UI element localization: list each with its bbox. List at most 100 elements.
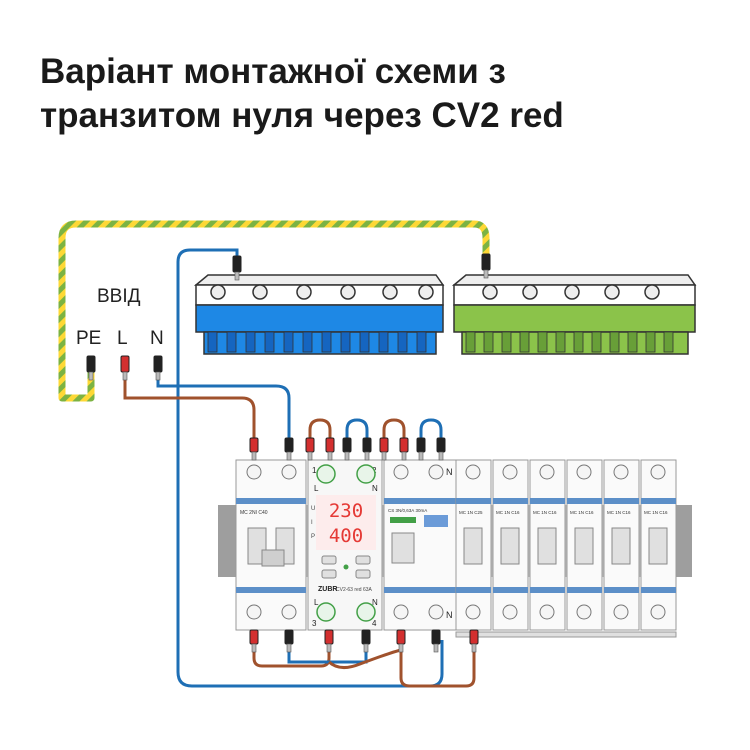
pe-bus-slot (483, 331, 494, 353)
breaker-label: MC 1N C16 (607, 510, 631, 515)
circuit-breaker: MC 1N C16 (640, 459, 677, 631)
wire-ferrule (396, 629, 406, 653)
terminal-screw (502, 604, 518, 620)
neutral-bus-slot (283, 331, 294, 353)
pe-bus-slot (537, 331, 548, 353)
wire-ferrule (379, 437, 389, 461)
main-breaker-c40: MC 2NI C40 (235, 459, 307, 631)
terminal-screw (650, 464, 666, 480)
bus-screw (210, 284, 226, 300)
wire-ferrule (362, 437, 372, 461)
neutral-bus-slot (302, 331, 313, 353)
input-group-label: ВВІД (97, 286, 141, 307)
relay-terminal-l-top: L (314, 484, 319, 493)
wire-ferrule (153, 355, 163, 381)
wire-ferrule (232, 255, 242, 281)
relay-terminal-4: 4 (372, 619, 377, 628)
bus-screw (252, 284, 268, 300)
bus-screw (522, 284, 538, 300)
relay-terminal (316, 464, 336, 484)
relay-side-p: P (311, 534, 315, 540)
pe-bus-slot (465, 331, 476, 353)
bus-screw (418, 284, 434, 300)
pe-bus-slot (645, 331, 656, 353)
jumper-top-l (308, 418, 332, 444)
wire-ferrule (342, 437, 352, 461)
wire-ferrule (361, 629, 371, 653)
breaker-label: MC 1N C16 (496, 510, 520, 515)
neutral-bus-slot (378, 331, 389, 353)
bus-screw (644, 284, 660, 300)
relay-terminal-3: 3 (312, 619, 317, 628)
terminal-screw (393, 464, 409, 480)
pe-bus-slot (573, 331, 584, 353)
terminal-screw (502, 464, 518, 480)
terminal-screw (465, 464, 481, 480)
rcd-n-bottom: N (446, 610, 453, 620)
l-label: L (117, 328, 128, 349)
bus-screw (382, 284, 398, 300)
relay-terminal (356, 602, 376, 622)
breaker-label: MC 1N C16 (570, 510, 594, 515)
neutral-bus-slot (226, 331, 237, 353)
pe-bus-slot (555, 331, 566, 353)
voltage-relay-cv2: 230 400 ZUBR CV2-63 red 63A 1 2 L N U I … (307, 459, 383, 631)
neutral-bus-slot (397, 331, 408, 353)
wire-ferrule (120, 355, 130, 381)
wire-ferrule (86, 355, 96, 381)
neutral-bus-feed-wire (176, 248, 444, 688)
terminal-screw (393, 604, 409, 620)
breaker-label: MC 1N C16 (644, 510, 668, 515)
lower-n-wire (287, 648, 368, 664)
relay-terminal (316, 602, 336, 622)
bus-screw (340, 284, 356, 300)
lower-l3-wire (399, 650, 476, 688)
wire-ferrule (284, 629, 294, 653)
bus-screw (564, 284, 580, 300)
pe-bus-slot (501, 331, 512, 353)
terminal-screw (613, 604, 629, 620)
wire-ferrule (324, 629, 334, 653)
wire-ferrule (305, 437, 315, 461)
lower-l2-wire (327, 648, 402, 669)
input-n-wire (156, 372, 291, 440)
bus-screw (296, 284, 312, 300)
pe-label: PE (76, 328, 102, 349)
neutral-bus-slot (264, 331, 275, 353)
pe-bus-bar (451, 274, 697, 355)
display-voltage-top: 230 (329, 500, 363, 522)
relay-model: CV2-63 red 63A (336, 587, 373, 593)
terminal-screw (246, 604, 262, 620)
relay-brand: ZUBR (318, 586, 337, 593)
pe-bus-slot (591, 331, 602, 353)
display-voltage-bottom: 400 (329, 525, 363, 547)
relay-side-u: U (311, 506, 315, 512)
wire-ferrule (284, 437, 294, 461)
circuit-breaker: MC 1N C25 (455, 459, 492, 631)
breaker-label: MC 1N C25 (459, 510, 483, 515)
pe-bus-slot (519, 331, 530, 353)
circuit-breaker: MC 1N C16 (603, 459, 640, 631)
title-line-1: Варіант монтажної схеми з (40, 52, 506, 91)
neutral-bus-slot (245, 331, 256, 353)
pe-bus-slot (627, 331, 638, 353)
wire-ferrule (249, 629, 259, 653)
circuit-breaker: MC 1N C16 (529, 459, 566, 631)
neutral-bus-slot (359, 331, 370, 353)
bus-screw (604, 284, 620, 300)
output-bus-comb (455, 631, 677, 638)
terminal-screw (539, 604, 555, 620)
wire-ferrule (431, 629, 441, 653)
wire-ferrule (325, 437, 335, 461)
terminal-screw (428, 464, 444, 480)
input-l-wire (123, 372, 256, 440)
pe-bus-slot (609, 331, 620, 353)
wire-ferrule (416, 437, 426, 461)
wire-ferrule (469, 629, 479, 653)
terminal-screw (246, 464, 262, 480)
circuit-breaker: MC 1N C16 (566, 459, 603, 631)
rcd-n-top: N (446, 467, 453, 477)
neutral-bus-slot (416, 331, 427, 353)
jumper-top-l2 (382, 418, 406, 444)
